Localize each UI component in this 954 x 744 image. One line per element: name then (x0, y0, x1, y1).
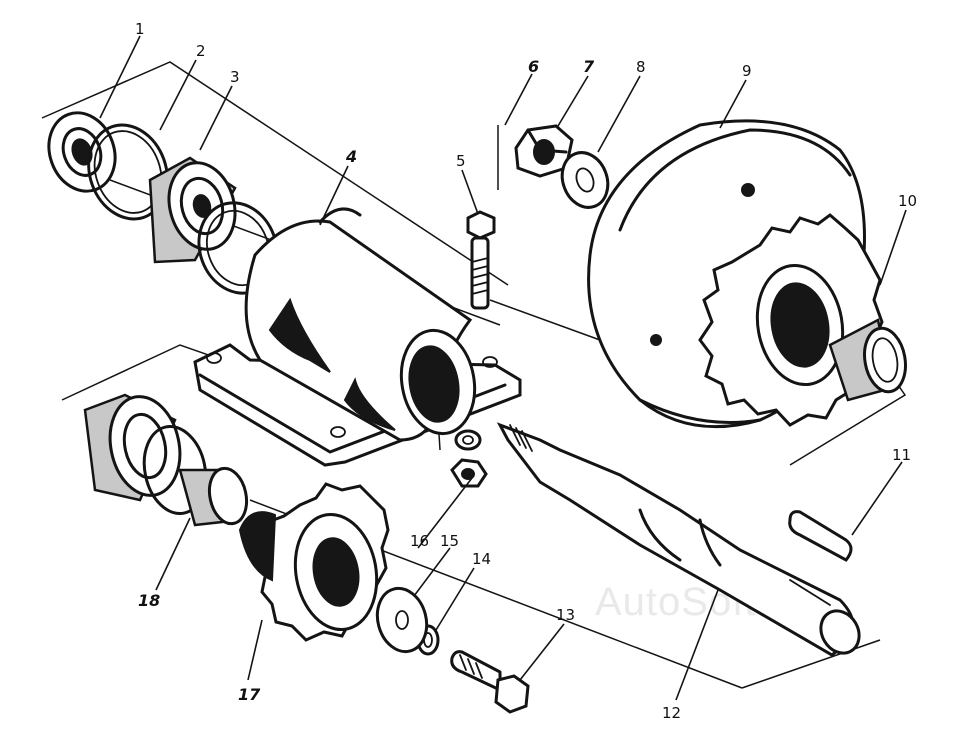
callout-2: 2 (196, 42, 206, 60)
part-1-washer (47, 111, 117, 193)
callout-labels: 1 2 3 4 5 6 7 8 9 10 11 12 13 14 15 16 1… (135, 20, 917, 722)
callout-18: 18 (138, 591, 160, 610)
callout-4: 4 (345, 147, 357, 166)
callout-11: 11 (892, 446, 911, 464)
part-10-bushing (828, 318, 907, 402)
callout-5: 5 (456, 152, 466, 170)
part-4-bearing-housing (193, 207, 522, 467)
part-5-bolt (466, 210, 496, 310)
part-7-nut (514, 124, 574, 178)
callout-13: 13 (556, 606, 575, 624)
part-11-key (788, 510, 853, 562)
part-2-ring (87, 123, 169, 221)
part-16-nut (450, 429, 488, 488)
callout-16: 16 (410, 532, 429, 550)
callout-3: 3 (230, 68, 240, 86)
part-3-bearing (148, 156, 237, 264)
part-13-bolt (450, 650, 530, 714)
part-8-washer (560, 151, 610, 209)
callout-1: 1 (135, 20, 145, 38)
callout-17: 17 (238, 685, 261, 704)
part-9-sprocket (698, 213, 884, 427)
part-17-sprocket (238, 482, 390, 642)
callout-15: 15 (440, 532, 459, 550)
callout-7: 7 (583, 57, 595, 76)
callout-8: 8 (636, 58, 646, 76)
callout-9: 9 (742, 62, 752, 80)
callout-12: 12 (662, 704, 681, 722)
callout-14: 14 (472, 550, 491, 568)
part-18-bearing (83, 393, 249, 527)
part-15-washer (375, 586, 429, 654)
callout-6: 6 (528, 57, 539, 76)
part-12-shaft (496, 422, 861, 657)
leader-lines (99, 35, 907, 701)
callout-10: 10 (898, 192, 917, 210)
